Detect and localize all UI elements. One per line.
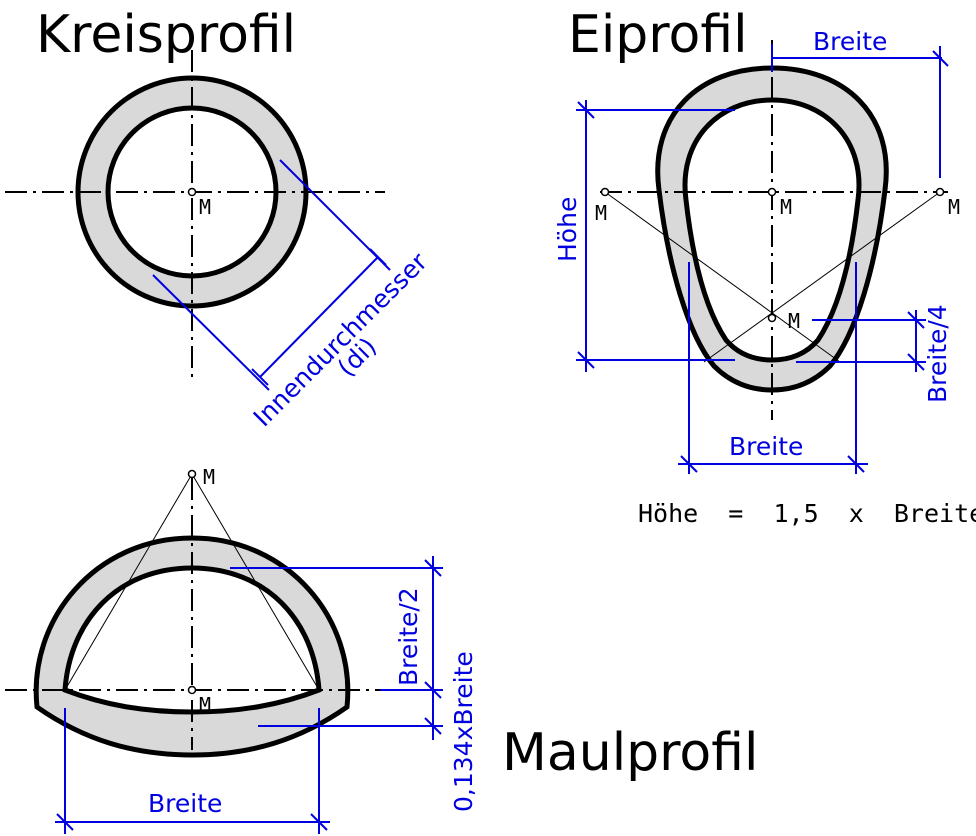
maul-half-width-label: Breite/2: [394, 587, 423, 686]
ei-width-label-top: Breite: [813, 27, 887, 56]
title-maulprofil: Maulprofil: [502, 723, 758, 783]
ei-center-label-left: M: [595, 201, 607, 225]
ei-center-label-right: M: [948, 195, 960, 219]
title-kreisprofil: Kreisprofil: [36, 5, 296, 65]
ei-height-label: Höhe: [553, 197, 582, 262]
maulprofil-shape: [5, 469, 390, 758]
kreisprofil-shape: [5, 50, 385, 382]
maul-width-label: Breite: [148, 789, 222, 818]
ei-quarter-width-label: Breite/4: [923, 304, 952, 403]
eiprofil-shape: [600, 40, 948, 420]
ei-width-label-bottom: Breite: [729, 432, 803, 461]
maul-center-label-top: M: [203, 465, 215, 489]
kreis-diameter-dimension: [152, 159, 391, 391]
maul-dimension-lines: [55, 556, 443, 834]
maul-factor-label: 0,134xBreite: [449, 651, 478, 812]
ei-dimension-lines: [576, 44, 949, 474]
kreis-center-label: M: [199, 195, 211, 219]
maul-center-label-bottom: M: [199, 693, 211, 717]
ei-center-label-top: M: [780, 195, 792, 219]
ei-formula: Höhe = 1,5 x Breite: [638, 499, 976, 528]
kreis-inner-diameter-label: Innendurchmesser: [248, 247, 434, 433]
ei-center-label-bottom: M: [788, 309, 800, 333]
title-eiprofil: Eiprofil: [568, 5, 748, 65]
